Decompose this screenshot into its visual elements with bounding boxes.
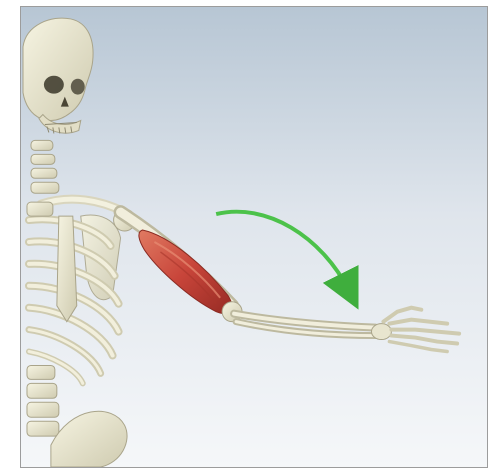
figure-panel — [20, 6, 488, 468]
sternum — [57, 216, 77, 322]
anatomy-illustration — [21, 7, 487, 467]
